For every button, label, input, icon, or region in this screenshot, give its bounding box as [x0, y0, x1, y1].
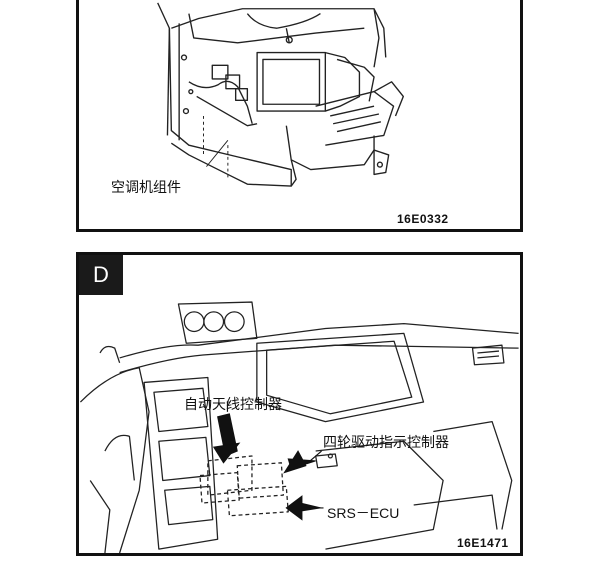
srs-ecu-label: SRS－ECU: [327, 505, 400, 521]
figure-panel-air-conditioner: 空调机组件 16E0332: [76, 0, 523, 232]
four-wheel-drive-indicator-controller-label: 四轮驱动指示控制器: [323, 434, 449, 450]
antenna-controller-label: 自动天线控制器: [184, 396, 282, 412]
air-conditioner-unit-label: 空调机组件: [111, 179, 181, 195]
figure-code-bottom: 16E1471: [457, 536, 509, 550]
view-letter-badge: D: [79, 255, 123, 295]
dashboard-drawing: [79, 301, 519, 553]
air-conditioner-unit-drawing: [157, 2, 404, 187]
figure-panel-view-d: D: [76, 252, 523, 556]
figure-code-top: 16E0332: [397, 212, 449, 226]
